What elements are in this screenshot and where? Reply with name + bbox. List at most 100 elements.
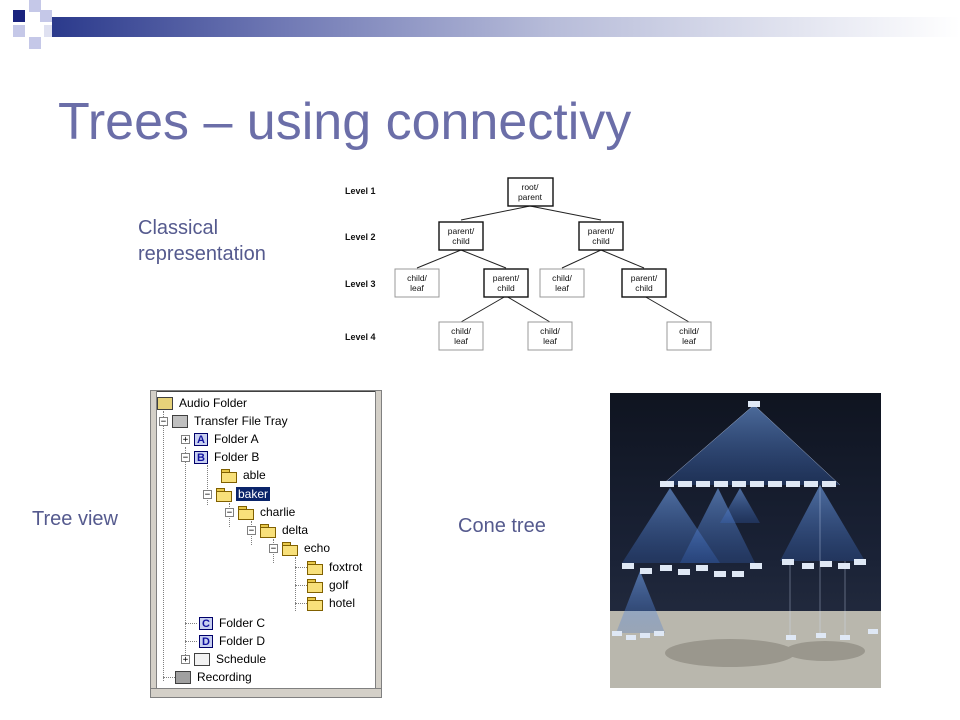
vertical-scrollbar[interactable] bbox=[375, 391, 381, 697]
tree-item-label: Schedule bbox=[216, 652, 267, 666]
tree-item-transfer-file-tray[interactable]: − Transfer File Tray bbox=[159, 412, 290, 430]
folder-icon bbox=[238, 505, 254, 520]
svg-text:child: child bbox=[635, 283, 653, 293]
folder-icon bbox=[260, 523, 276, 538]
svg-text:child/: child/ bbox=[451, 326, 471, 336]
decor-square bbox=[44, 25, 52, 37]
decor-square bbox=[13, 25, 25, 37]
tree-item-audio-folder[interactable]: Audio Folder bbox=[157, 394, 249, 412]
decor-square bbox=[29, 0, 41, 12]
tree-item-baker[interactable]: − baker bbox=[203, 485, 271, 503]
node-parent-child: parent/ child bbox=[578, 221, 624, 251]
svg-text:leaf: leaf bbox=[682, 336, 696, 346]
tree-item-label: foxtrot bbox=[329, 560, 363, 574]
tree-view-panel: Audio Folder − Transfer File Tray + A Fo… bbox=[150, 390, 382, 698]
collapse-icon[interactable]: − bbox=[247, 525, 256, 536]
level-label: Level 2 bbox=[345, 232, 376, 242]
tree-item-label: Recording bbox=[197, 670, 252, 684]
expand-icon[interactable]: + bbox=[181, 434, 190, 445]
cone-tree-label: Cone tree bbox=[458, 515, 546, 537]
svg-text:parent/: parent/ bbox=[631, 273, 658, 283]
folder-icon bbox=[221, 468, 237, 483]
svg-text:child/: child/ bbox=[540, 326, 560, 336]
letter-d-icon: D bbox=[199, 634, 213, 648]
folder-open-icon bbox=[216, 487, 232, 502]
tree-item-label: Folder B bbox=[214, 450, 260, 464]
classical-label: Classical representation bbox=[138, 217, 266, 265]
tree-item-label: echo bbox=[304, 541, 331, 555]
cone-tree-graphic bbox=[610, 401, 881, 688]
node-child-leaf: child/ leaf bbox=[394, 268, 440, 298]
tree-item-label: Folder A bbox=[214, 432, 259, 446]
folder-icon bbox=[307, 596, 323, 611]
decor-square bbox=[40, 10, 52, 22]
svg-text:leaf: leaf bbox=[454, 336, 468, 346]
tree-item-label: golf bbox=[329, 578, 349, 592]
node-child-leaf: child/ leaf bbox=[539, 268, 585, 298]
tree-item-label: able bbox=[243, 468, 266, 482]
tree-item-folder-c[interactable]: C Folder C bbox=[199, 614, 267, 632]
decor-square bbox=[29, 37, 41, 49]
cone-tree-image bbox=[610, 393, 881, 688]
slide-title: Trees – using connectivy bbox=[58, 93, 632, 151]
node-child-leaf: child/ leaf bbox=[666, 321, 712, 351]
svg-text:child/: child/ bbox=[407, 273, 427, 283]
svg-text:leaf: leaf bbox=[555, 283, 569, 293]
collapse-icon[interactable]: − bbox=[181, 452, 190, 463]
tree-item-label: Folder D bbox=[219, 634, 266, 648]
level-label: Level 3 bbox=[345, 279, 376, 289]
node-root: root/ parent bbox=[507, 177, 554, 207]
tree-view-label: Tree view bbox=[32, 508, 118, 530]
svg-text:root/: root/ bbox=[521, 182, 539, 192]
tree-item-label: Folder C bbox=[219, 616, 266, 630]
svg-text:leaf: leaf bbox=[543, 336, 557, 346]
collapse-icon[interactable]: − bbox=[225, 507, 234, 518]
tree-item-recording[interactable]: Recording bbox=[175, 668, 254, 686]
node-child-leaf: child/ leaf bbox=[438, 321, 484, 351]
tree-item-label: Transfer File Tray bbox=[194, 414, 288, 428]
svg-text:child/: child/ bbox=[552, 273, 572, 283]
schedule-icon bbox=[194, 652, 210, 666]
classical-tree-diagram: Level 1 Level 2 Level 3 Level 4 root/ pa… bbox=[345, 177, 712, 351]
svg-text:child: child bbox=[497, 283, 515, 293]
tree-item-golf[interactable]: golf bbox=[307, 576, 350, 594]
tree-edges bbox=[416, 205, 690, 323]
horizontal-scrollbar[interactable] bbox=[151, 688, 381, 697]
svg-text:parent/: parent/ bbox=[493, 273, 520, 283]
tray-icon bbox=[172, 414, 188, 428]
tree-view-left-border bbox=[151, 391, 157, 697]
collapse-icon[interactable]: − bbox=[269, 543, 278, 554]
decor-square bbox=[13, 10, 25, 22]
tree-item-foxtrot[interactable]: foxtrot bbox=[307, 558, 364, 576]
svg-text:parent/: parent/ bbox=[588, 226, 615, 236]
tree-item-folder-a[interactable]: + A Folder A bbox=[181, 430, 261, 448]
tree-item-hotel[interactable]: hotel bbox=[307, 594, 357, 612]
svg-text:parent/: parent/ bbox=[448, 226, 475, 236]
folder-icon bbox=[307, 578, 323, 593]
level-label: Level 1 bbox=[345, 186, 376, 196]
audio-folder-icon bbox=[157, 396, 173, 410]
tree-item-label: Audio Folder bbox=[179, 396, 248, 410]
node-child-leaf: child/ leaf bbox=[527, 321, 573, 351]
collapse-icon[interactable]: − bbox=[203, 489, 212, 500]
letter-b-icon: B bbox=[194, 450, 208, 464]
svg-text:child: child bbox=[592, 236, 610, 246]
svg-text:child/: child/ bbox=[679, 326, 699, 336]
tree-item-label: baker bbox=[236, 487, 271, 501]
node-parent-child: parent/ child bbox=[483, 268, 529, 298]
tree-item-delta[interactable]: − delta bbox=[247, 521, 310, 539]
tree-item-charlie[interactable]: − charlie bbox=[225, 503, 297, 521]
tree-item-label: delta bbox=[282, 523, 309, 537]
recording-icon bbox=[175, 670, 191, 684]
node-parent-child: parent/ child bbox=[438, 221, 484, 251]
level-label: Level 4 bbox=[345, 332, 376, 342]
tree-item-folder-b[interactable]: − B Folder B bbox=[181, 448, 261, 466]
tree-item-schedule[interactable]: + Schedule bbox=[181, 650, 268, 668]
tree-item-echo[interactable]: − echo bbox=[269, 539, 332, 557]
collapse-icon[interactable]: − bbox=[159, 416, 168, 427]
svg-text:child: child bbox=[452, 236, 470, 246]
folder-icon bbox=[307, 560, 323, 575]
tree-item-folder-d[interactable]: D Folder D bbox=[199, 632, 267, 650]
expand-icon[interactable]: + bbox=[181, 654, 190, 665]
tree-item-able[interactable]: able bbox=[221, 466, 268, 484]
